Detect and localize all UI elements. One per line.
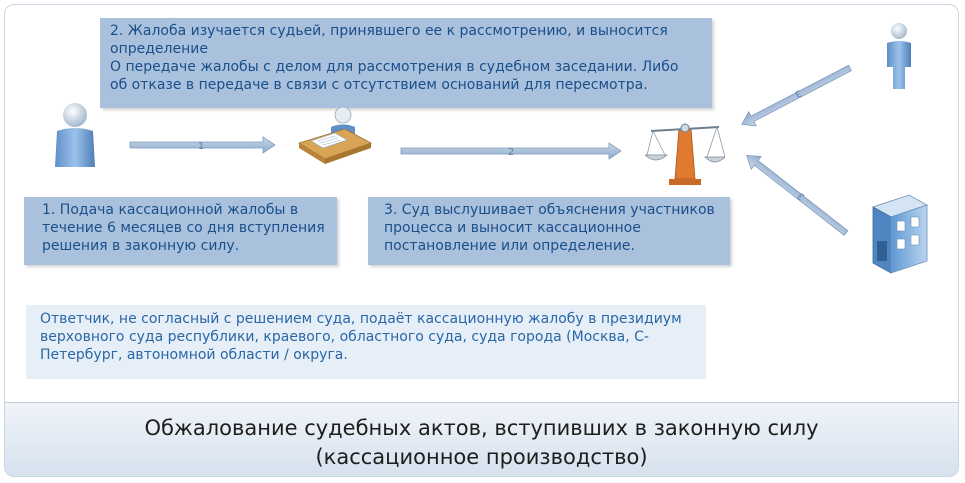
scales-of-justice-icon: [645, 123, 725, 185]
step-2-box: 2. Жалоба изучается судьей, принявшего е…: [100, 18, 712, 108]
arrow-4: 3: [746, 154, 849, 236]
note-line-3: Петербург, автономной области / округа.: [40, 347, 348, 363]
arrow-1: 1: [129, 136, 276, 154]
step-1-line-3: решения в законную силу.: [42, 238, 240, 254]
diagram-frame: 2. Жалоба изучается судьей, принявшего е…: [4, 4, 959, 477]
building-icon: [872, 194, 928, 274]
person-icon: [55, 103, 95, 167]
arrow-3: 3: [741, 64, 852, 127]
title-line-1: Обжалование судебных актов, вступивших в…: [144, 416, 819, 440]
step-3-box: 3. Суд выслушивает объяснения участников…: [368, 197, 730, 265]
diagram-title-banner: Обжалование судебных актов, вступивших в…: [5, 402, 958, 476]
note-box: Ответчик, не согласный с решением суда, …: [26, 305, 706, 379]
arrow-4-label: 3: [796, 190, 807, 201]
step-2-line-2: определение: [110, 41, 208, 57]
judge-at-desk-icon: [298, 106, 372, 164]
arrow-1-label: 1: [198, 141, 204, 152]
step-1-box: 1. Подача кассационной жалобы в течение …: [24, 197, 337, 265]
step-2-line-3: О передаче жалобы с делом для рассмотрен…: [110, 59, 679, 75]
note-line-2: верховного суда республики, краевого, об…: [40, 329, 649, 345]
step-2-line-1: 2. Жалоба изучается судьей, принявшего е…: [110, 23, 668, 39]
arrow-3-label: 3: [793, 87, 803, 99]
step-1-line-1: 1. Подача кассационной жалобы в: [42, 202, 299, 218]
title-line-2: (кассационное производство): [315, 445, 648, 469]
arrow-2: 2: [400, 142, 622, 160]
arrows-layer: 1 2 3 3: [129, 64, 852, 236]
step-3-line-2: процесса и выносит кассационное: [384, 220, 641, 236]
step-3-line-1: 3. Суд выслушивает объяснения участников: [384, 202, 715, 218]
person-icon-right: [887, 23, 911, 89]
step-1-line-2: течение 6 месяцев со дня вступления: [42, 220, 325, 236]
step-3-line-3: постановление или определение.: [384, 238, 635, 254]
note-line-1: Ответчик, не согласный с решением суда, …: [40, 311, 682, 327]
step-2-line-4: об отказе в передаче в связи с отсутстви…: [110, 77, 648, 93]
arrow-2-label: 2: [508, 147, 514, 158]
